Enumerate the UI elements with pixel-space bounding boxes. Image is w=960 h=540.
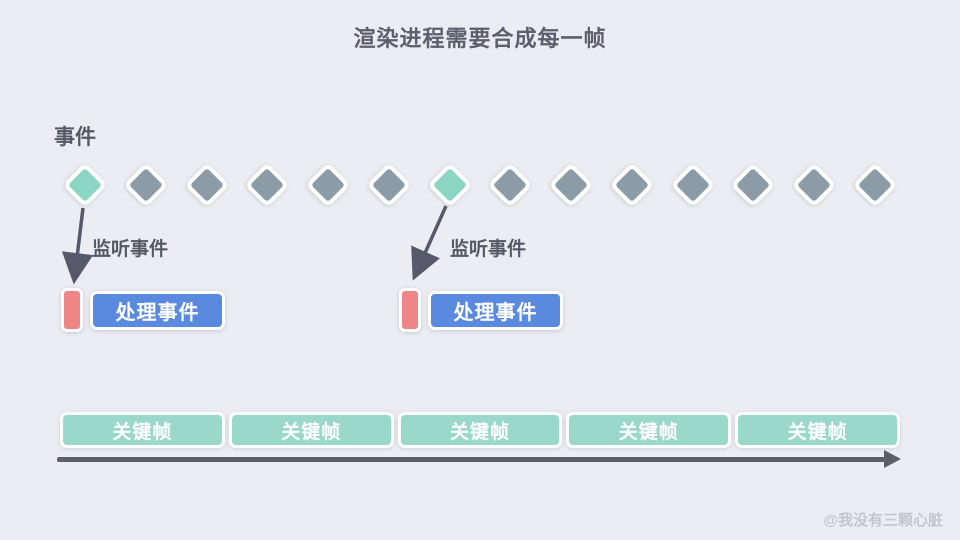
page-title: 渲染进程需要合成每一帧 [353, 26, 607, 51]
event-diamond [62, 162, 108, 208]
event-diamond-row [62, 162, 898, 208]
events-label: 事件 [54, 126, 96, 149]
listen-arrow-2 [411, 205, 448, 281]
event-marker-2 [399, 288, 421, 332]
keyframe-block: 关键帧 [566, 412, 732, 448]
diamond-icon [183, 162, 230, 208]
diamond-icon [548, 162, 594, 208]
diamond-icon [609, 162, 655, 208]
diamond-icon [366, 162, 412, 208]
keyframe-block: 关键帧 [60, 412, 225, 448]
keyframes-row: 关键帧关键帧关键帧关键帧关键帧 [60, 412, 900, 448]
diamond-icon [123, 162, 169, 208]
event-diamond [426, 162, 473, 208]
diamond-icon [670, 162, 716, 208]
event-diamond [791, 162, 837, 208]
event-marker-1 [61, 288, 83, 332]
event-diamond [366, 162, 412, 208]
event-diamond [305, 162, 351, 208]
event-diamond [852, 162, 898, 208]
keyframe-block: 关键帧 [735, 412, 900, 448]
diamond-icon [305, 162, 351, 208]
event-diamond [670, 162, 716, 208]
listen-label-1: 监听事件 [92, 239, 169, 260]
handle-event-button-1: 处理事件 [90, 291, 225, 330]
diamond-icon [791, 162, 837, 208]
timeline-line [57, 457, 885, 462]
diamond-icon [426, 162, 473, 208]
event-diamond [487, 162, 533, 208]
event-diamond [244, 162, 290, 208]
watermark: @我没有三颗心脏 [823, 512, 943, 529]
event-diamond [609, 162, 655, 208]
diamond-icon [487, 162, 533, 208]
diamond-icon [62, 162, 108, 208]
timeline-arrowhead-icon [884, 450, 901, 468]
diamond-icon [852, 162, 898, 208]
keyframe-block: 关键帧 [397, 412, 563, 448]
event-diamond [730, 162, 777, 208]
keyframe-block: 关键帧 [228, 412, 394, 448]
diamond-icon [730, 162, 777, 208]
diamond-icon [244, 162, 290, 208]
listen-label-2: 监听事件 [450, 239, 527, 260]
listen-arrow-1 [61, 207, 94, 285]
event-diamond [123, 162, 169, 208]
event-diamond [183, 162, 230, 208]
event-diamond [548, 162, 594, 208]
handle-event-button-2: 处理事件 [428, 291, 563, 330]
